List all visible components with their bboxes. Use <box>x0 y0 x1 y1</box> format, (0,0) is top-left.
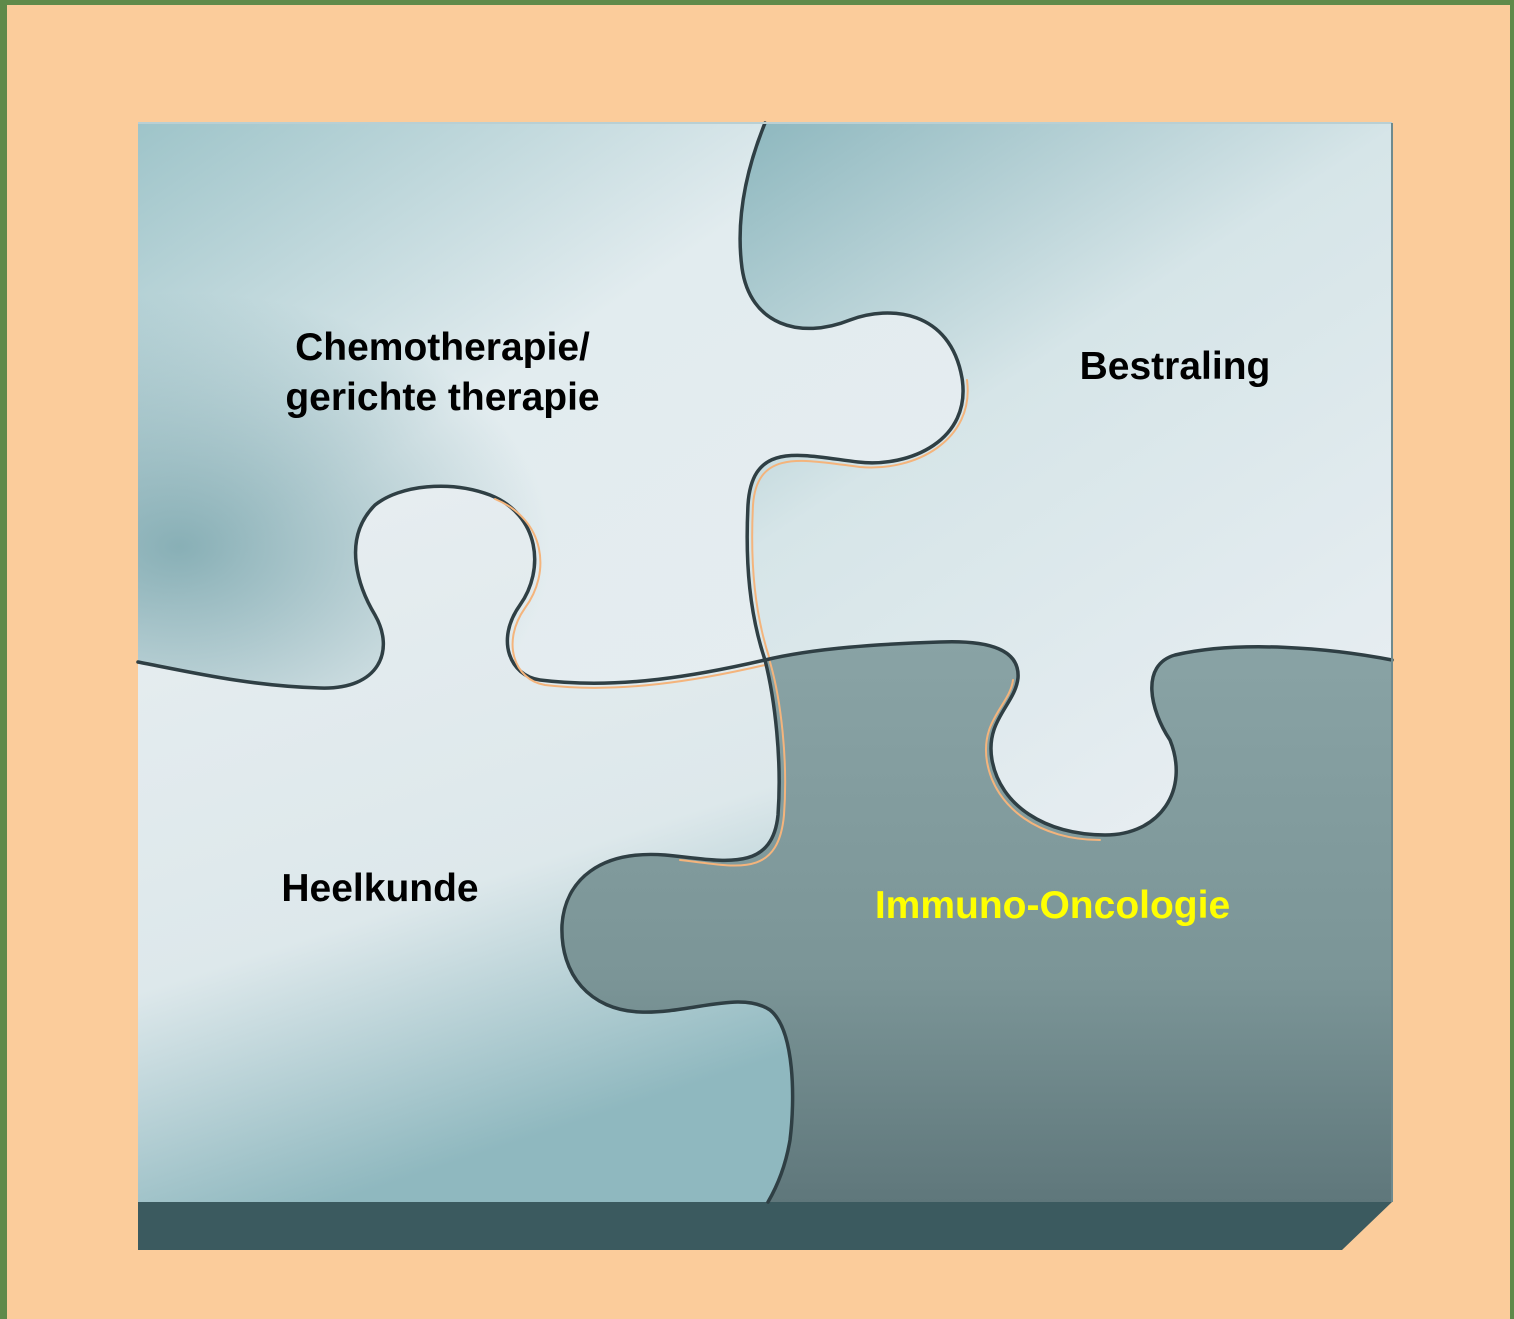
label-bestraling: Bestraling <box>1045 342 1305 392</box>
label-heelkunde: Heelkunde <box>255 864 505 914</box>
label-immuno-oncologie: Immuno-Oncologie <box>845 881 1260 931</box>
label-chemotherapie: Chemotherapie/ gerichte therapie <box>255 323 630 423</box>
label-chemotherapie-line1: Chemotherapie/ <box>255 323 630 373</box>
board-base <box>138 1202 1392 1250</box>
label-chemotherapie-line2: gerichte therapie <box>255 373 630 423</box>
